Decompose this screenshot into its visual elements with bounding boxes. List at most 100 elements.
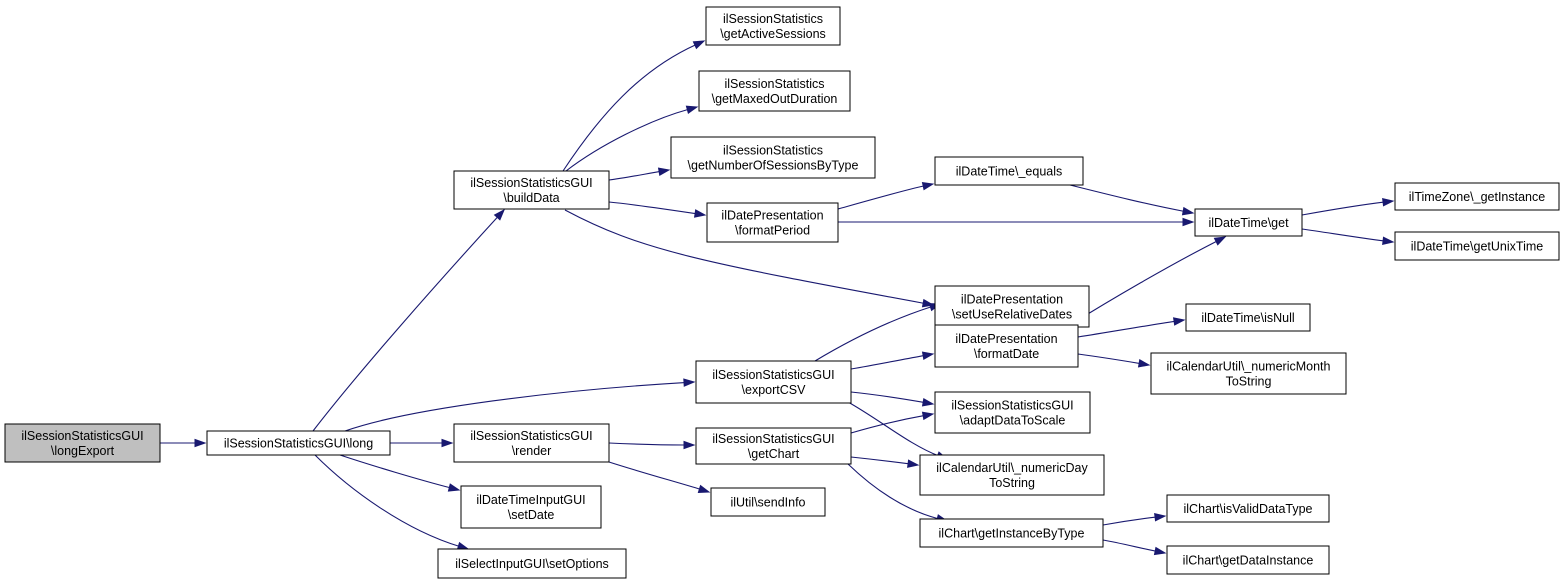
node-long[interactable]: ilSessionStatisticsGUI\long (206, 430, 391, 456)
node-getNumberOfSessionsByType[interactable]: ilSessionStatistics\getNumberOfSessionsB… (670, 136, 876, 179)
edge-getChart-to-adaptDataToScale (850, 411, 935, 434)
edge-line (1077, 353, 1141, 365)
edge-getChart-to-numericDayToString (850, 456, 920, 468)
node-getDataInstance[interactable]: ilChart\getDataInstance (1166, 545, 1330, 575)
node-label: ilDateTimeInputGUI (476, 493, 585, 507)
edge-buildData-to-getMaxedOutDuration (565, 105, 699, 172)
node-setUseRelativeDates[interactable]: ilDatePresentation\setUseRelativeDates (934, 285, 1090, 328)
node-getUnixTime[interactable]: ilDateTime\getUnixTime (1394, 231, 1560, 261)
node-render[interactable]: ilSessionStatisticsGUI\render (453, 423, 610, 463)
edge-long-to-setOptions (314, 454, 470, 551)
arrow-head-icon (447, 483, 461, 492)
arrow-head-icon (692, 40, 706, 50)
node-equals[interactable]: ilDateTime\_equals (934, 156, 1084, 186)
edge-line (1301, 228, 1385, 242)
arrow-head-icon (657, 167, 671, 176)
node-getChart[interactable]: ilSessionStatisticsGUI\getChart (695, 427, 852, 465)
node-box (453, 423, 610, 463)
call-edges (160, 40, 1395, 556)
node-isNull[interactable]: ilDateTime\isNull (1185, 303, 1311, 332)
node-longExport[interactable]: ilSessionStatisticsGUI\longExport (4, 423, 161, 463)
edge-render-to-sendInfo (608, 461, 711, 494)
edge-line (312, 216, 499, 432)
node-label: \getNumberOfSessionsByType (688, 159, 859, 173)
node-label: ilChart\getDataInstance (1183, 554, 1314, 568)
node-getActiveSessions[interactable]: ilSessionStatistics\getActiveSessions (705, 6, 841, 46)
node-buildData[interactable]: ilSessionStatisticsGUI\buildData (453, 170, 610, 210)
edge-longExport-to-long (160, 438, 207, 448)
node-label: ilDateTime\get (1208, 216, 1289, 230)
node-box (934, 285, 1090, 328)
node-label: ilSessionStatisticsGUI (21, 429, 143, 443)
node-formatPeriod[interactable]: ilDatePresentation\formatPeriod (706, 202, 839, 243)
arrow-head-icon (1382, 236, 1395, 246)
node-label: \exportCSV (742, 383, 807, 397)
arrow-head-icon (685, 105, 699, 114)
node-setOptions[interactable]: ilSelectInputGUI\setOptions (437, 548, 627, 579)
edge-get-to-getUnixTime (1301, 228, 1395, 246)
node-box (1194, 208, 1303, 237)
arrow-head-icon (921, 181, 935, 191)
node-getMaxedOutDuration[interactable]: ilSessionStatistics\getMaxedOutDuration (698, 70, 851, 112)
node-box (710, 487, 826, 517)
node-adaptDataToScale[interactable]: ilSessionStatisticsGUI\adaptDataToScale (934, 391, 1091, 434)
node-label: ilSessionStatisticsGUI (470, 176, 592, 190)
node-getInstanceByType[interactable]: ilChart\getInstanceByType (919, 518, 1104, 548)
node-get[interactable]: ilDateTime\get (1194, 208, 1303, 237)
node-isValidDataType[interactable]: ilChart\isValidDataType (1166, 494, 1330, 523)
node-label: \setDate (508, 508, 555, 522)
edge-line (850, 415, 925, 434)
edge-line (1077, 320, 1176, 338)
node-label: ToString (989, 476, 1035, 490)
node-label: \setUseRelativeDates (952, 308, 1072, 322)
edge-line (850, 456, 910, 465)
arrow-head-icon (683, 440, 696, 450)
arrow-head-icon (1181, 206, 1195, 216)
edge-line (562, 44, 697, 172)
node-exportCSV[interactable]: ilSessionStatisticsGUI\exportCSV (695, 360, 852, 404)
arrow-head-icon (693, 209, 707, 218)
node-label: ilDateTime\getUnixTime (1411, 240, 1543, 254)
node-label: ilSelectInputGUI\setOptions (455, 557, 609, 571)
node-formatDate[interactable]: ilDatePresentation\formatDate (934, 324, 1079, 368)
edge-line (608, 170, 661, 181)
node-getInstance[interactable]: ilTimeZone\_getInstance (1394, 182, 1560, 211)
edge-line (1102, 539, 1157, 552)
edge-line (847, 463, 939, 520)
edge-line (850, 391, 925, 403)
edge-line (837, 185, 925, 210)
edge-line (850, 355, 925, 370)
edge-line (814, 306, 932, 362)
arrow-head-icon (1154, 512, 1167, 522)
node-label: ilCalendarUtil\_numericDay (936, 461, 1088, 475)
node-label: ilSessionStatisticsGUI (470, 429, 592, 443)
node-box (206, 430, 391, 456)
edge-exportCSV-to-numericDayToString (847, 401, 949, 460)
edge-formatPeriod-to-equals (837, 181, 935, 210)
edge-long-to-exportCSV (344, 378, 696, 432)
node-label: ilChart\isValidDataType (1184, 502, 1313, 516)
arrow-head-icon (697, 484, 711, 494)
node-label: ilCalendarUtil\_numericMonth (1167, 360, 1331, 374)
edge-formatPeriod-to-get (838, 217, 1195, 227)
arrow-head-icon (921, 351, 935, 361)
node-box (695, 427, 852, 465)
edge-line (314, 454, 460, 547)
node-sendInfo[interactable]: ilUtil\sendInfo (710, 487, 826, 517)
edge-line (608, 442, 686, 446)
edge-line (564, 209, 925, 304)
node-label: ilDatePresentation (955, 332, 1057, 346)
node-box (934, 391, 1091, 434)
edge-line (1102, 516, 1157, 526)
edge-exportCSV-to-adaptDataToScale (850, 391, 935, 407)
edge-exportCSV-to-formatDate (850, 351, 935, 370)
node-setDate[interactable]: ilDateTimeInputGUI\setDate (460, 485, 602, 529)
node-label: \render (512, 444, 552, 458)
arrow-head-icon (1182, 217, 1195, 227)
node-label: ilDateTime\_equals (956, 165, 1063, 179)
arrow-head-icon (1137, 359, 1151, 368)
arrow-head-icon (1172, 317, 1186, 326)
